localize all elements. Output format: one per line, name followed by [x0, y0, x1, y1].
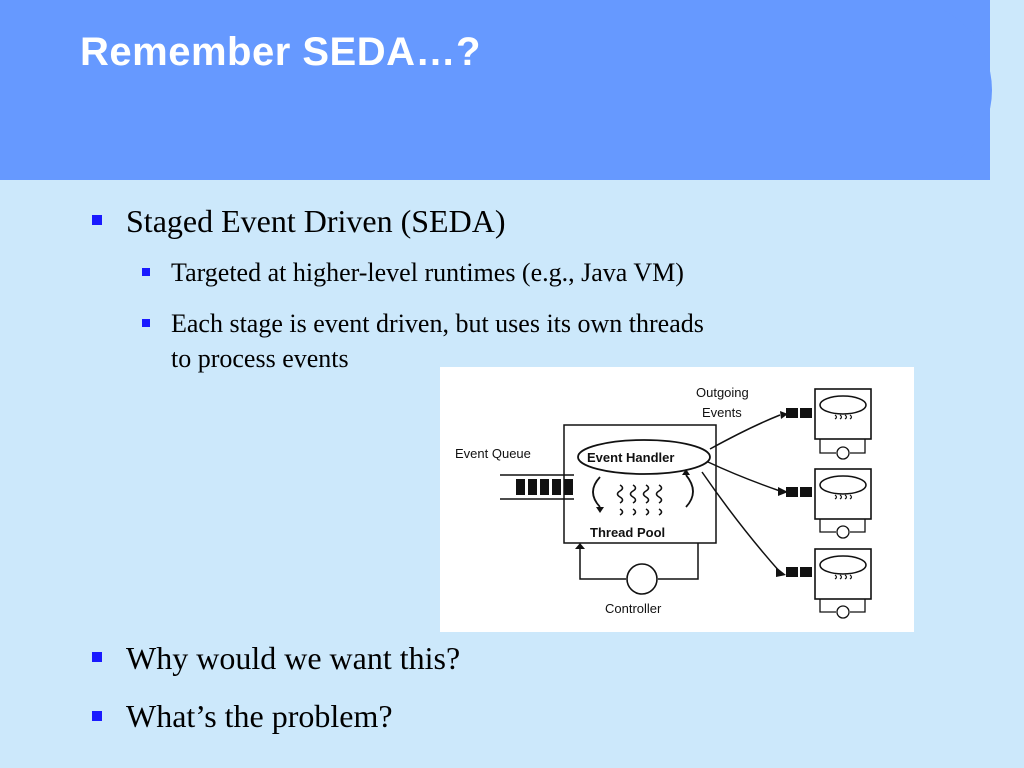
downstream-stage-1	[786, 388, 872, 460]
outgoing-label-line2: Events	[702, 405, 742, 420]
input-queue	[500, 474, 574, 500]
downstream-stage-2	[786, 468, 872, 539]
event-queue-label: Event Queue	[455, 446, 531, 461]
outgoing-arrows	[701, 414, 781, 573]
seda-stage-diagram: Outgoing Events Event Queue Event Handle…	[440, 367, 914, 632]
bullet-why-want-this: Why would we want this?	[126, 640, 461, 676]
sub-bullet-each-stage-line1: Each stage is event driven, but uses its…	[171, 309, 704, 338]
sub-bullet-targeted: Targeted at higher-level runtimes (e.g.,…	[171, 258, 684, 287]
bullet-staged-event-driven: Staged Event Driven (SEDA)	[126, 203, 506, 239]
bullet-whats-the-problem: What’s the problem?	[126, 698, 393, 734]
bullet-marker	[92, 711, 102, 721]
seda-diagram-svg: Outgoing Events Event Queue Event Handle…	[455, 385, 872, 619]
downstream-stage-3	[786, 548, 872, 619]
slide-title: Remember SEDA…?	[80, 30, 481, 74]
loop-arrow-right	[685, 474, 694, 508]
thread-pool-label: Thread Pool	[590, 525, 665, 540]
controller-line-left	[579, 547, 626, 580]
event-handler-ellipse	[577, 439, 711, 475]
sub-bullet-each-stage-line2: to process events	[171, 344, 349, 373]
bullet-marker	[92, 215, 102, 225]
sub-bullet-marker	[142, 268, 150, 276]
loop-arrow-left	[592, 476, 601, 508]
controller-line-right	[658, 543, 699, 580]
thread-squiggles	[616, 484, 663, 516]
bullet-marker	[92, 652, 102, 662]
controller-circle	[626, 563, 658, 595]
title-bar	[0, 0, 992, 180]
outgoing-label-line1: Outgoing	[696, 385, 749, 400]
controller-label: Controller	[605, 601, 662, 616]
event-handler-label: Event Handler	[587, 450, 674, 465]
sub-bullet-marker	[142, 319, 150, 327]
